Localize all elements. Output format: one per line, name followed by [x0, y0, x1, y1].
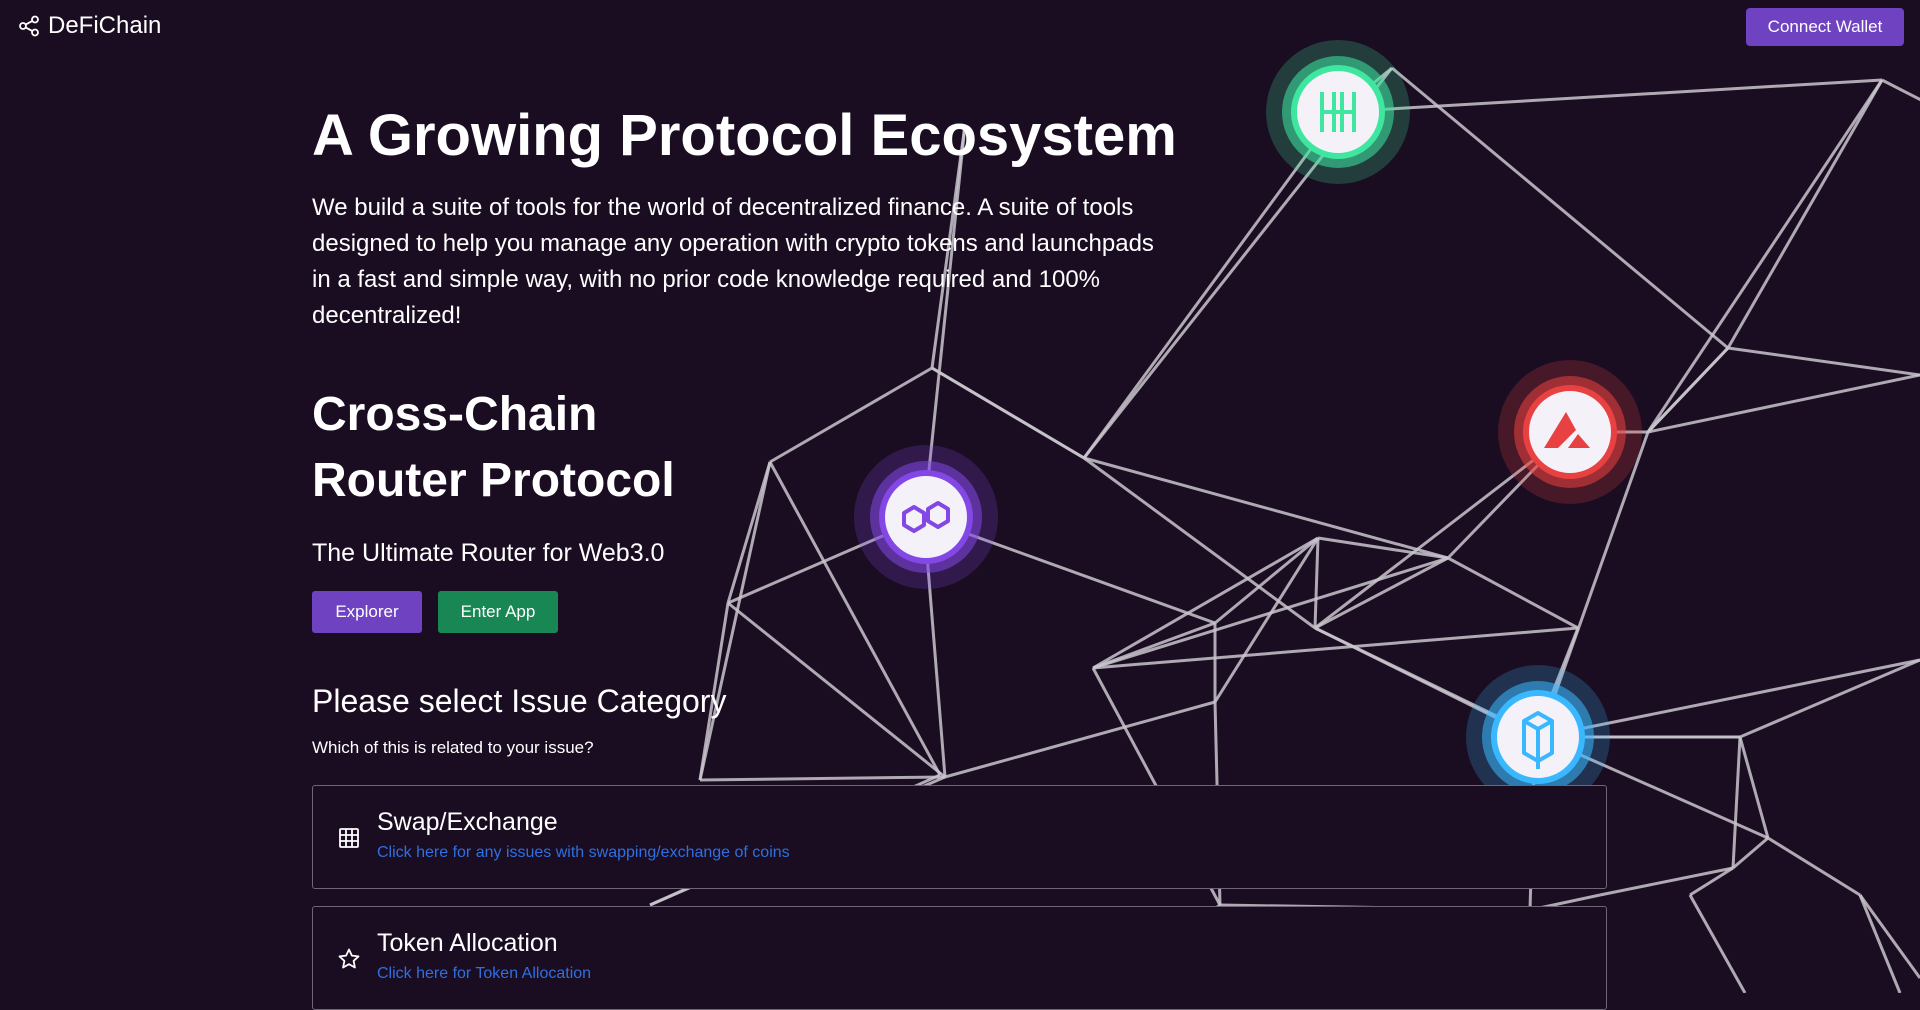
grid-icon	[339, 828, 359, 848]
network-edge	[1314, 556, 1449, 630]
network-edge	[698, 461, 772, 781]
network-edge	[1739, 658, 1920, 739]
network-edge	[1092, 621, 1216, 670]
fantom-icon	[1466, 665, 1610, 809]
main-content: A Growing Protocol Ecosystem We build a …	[312, 100, 1607, 1010]
network-edge	[944, 700, 1216, 779]
network-edge	[769, 366, 933, 464]
network-edge	[1688, 894, 1747, 993]
network-edge	[1647, 373, 1920, 434]
hero-buttons: Explorer Enter App	[312, 591, 1607, 633]
network-edge	[1213, 537, 1320, 703]
network-edge	[1447, 556, 1579, 630]
network-edge	[1092, 536, 1319, 670]
network-edge	[727, 601, 946, 779]
brand[interactable]: DeFiChain	[18, 12, 161, 40]
network-edge	[1083, 456, 1316, 630]
enter-app-button[interactable]: Enter App	[438, 591, 558, 633]
network-edge	[1337, 78, 1883, 114]
share-nodes-icon	[19, 15, 39, 37]
network-edge	[1767, 836, 1861, 897]
network-edge	[1858, 894, 1920, 979]
network-edge	[1082, 111, 1340, 459]
network-edge	[922, 124, 967, 519]
issue-card-link[interactable]: Click here for Token Allocation	[377, 965, 592, 982]
star-icon	[338, 948, 360, 969]
network-edge	[1732, 836, 1769, 870]
network-edge	[1727, 346, 1920, 377]
issue-question: Which of this is related to your issue?	[312, 738, 594, 757]
network-edge	[1726, 79, 1884, 349]
network-edge	[1731, 736, 1742, 869]
network-edge	[1858, 894, 1902, 993]
issue-card-title: Swap/Exchange	[377, 808, 558, 836]
network-edge	[1646, 346, 1730, 434]
network-edge	[931, 366, 1085, 460]
issue-category-title: Please select Issue Category	[312, 683, 727, 719]
network-edge	[698, 602, 730, 781]
network-edge	[1092, 556, 1449, 670]
network-edge	[1313, 537, 1320, 629]
network-edge	[1646, 79, 1884, 433]
router-subheading: The Ultimate Router for Web3.0	[312, 539, 665, 567]
network-edge	[768, 461, 942, 776]
issue-card-title: Token Allocation	[377, 929, 558, 957]
issue-card-token-allocation[interactable]: Token Allocation Click here for Token Al…	[312, 906, 1607, 1010]
issue-card-swap[interactable]: Swap/Exchange Click here for any issues …	[312, 785, 1607, 889]
network-edge	[1689, 866, 1734, 897]
network-edge	[1317, 536, 1449, 560]
harmony-icon	[1266, 40, 1410, 184]
connect-wallet-button[interactable]: Connect Wallet	[1746, 8, 1904, 46]
hero-title: A Growing Protocol Ecosystem	[312, 103, 1177, 168]
network-edge	[1539, 658, 1920, 739]
router-heading: Cross-Chain Router Protocol	[312, 388, 675, 507]
network-edge	[1214, 536, 1319, 625]
network-edge	[1391, 66, 1729, 350]
network-edge	[1599, 866, 1734, 897]
network-edge	[726, 461, 772, 604]
network-edge	[699, 775, 946, 782]
navbar: DeFiChain Connect Wallet	[0, 0, 1920, 54]
network-edge	[1092, 626, 1579, 670]
network-edge	[1881, 78, 1920, 102]
network-edge	[1738, 736, 1770, 839]
polygon-icon	[854, 445, 998, 589]
explorer-button[interactable]: Explorer	[312, 591, 422, 633]
hero-description: We build a suite of tools for the world …	[312, 194, 1154, 329]
issue-card-link[interactable]: Click here for any issues with swapping/…	[377, 844, 790, 861]
brand-name: DeFiChain	[48, 12, 162, 39]
avalanche-icon	[1498, 360, 1642, 504]
network-edge	[1083, 456, 1449, 560]
